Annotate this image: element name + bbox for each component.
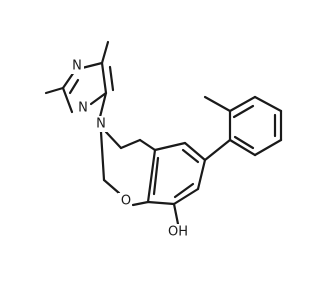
benzene-ring xyxy=(146,141,207,226)
bond xyxy=(152,156,160,196)
bond xyxy=(253,138,283,157)
tolyl-ring xyxy=(203,95,283,162)
bond xyxy=(104,130,123,150)
bond xyxy=(183,141,207,162)
bond xyxy=(181,148,200,164)
bond xyxy=(98,91,108,119)
bond xyxy=(233,135,255,150)
atom-labels: N N N O OH xyxy=(70,58,190,240)
bond xyxy=(253,95,283,113)
pyrazine-ring xyxy=(44,40,115,119)
bond xyxy=(203,138,232,162)
bond xyxy=(153,141,187,152)
bond xyxy=(173,182,195,199)
bond xyxy=(172,202,180,226)
methyl-bond xyxy=(100,40,110,65)
methyl-bond xyxy=(203,95,232,113)
bond xyxy=(172,187,200,206)
bond xyxy=(196,158,207,191)
bond xyxy=(131,200,150,207)
bond xyxy=(108,65,115,92)
molecule-structure: N N N O OH xyxy=(44,40,283,240)
oxazepine-ring xyxy=(99,130,157,207)
bond xyxy=(228,138,257,157)
bond xyxy=(61,70,76,90)
bond xyxy=(146,200,176,206)
bond xyxy=(99,130,106,182)
bond xyxy=(68,78,80,95)
bond xyxy=(80,61,104,70)
nitrogen-atom-label: N xyxy=(78,101,88,116)
bond xyxy=(89,91,108,106)
oxygen-atom-label: O xyxy=(121,194,131,209)
bond xyxy=(119,138,142,150)
bond xyxy=(102,178,121,195)
nitrogen-atom-label: N xyxy=(96,117,106,132)
hydroxyl-label: OH xyxy=(168,225,188,240)
nitrogen-atom-label: N xyxy=(72,59,82,74)
bond xyxy=(146,148,157,204)
bond xyxy=(138,138,157,152)
bond xyxy=(228,95,257,113)
bond xyxy=(232,104,255,119)
bond xyxy=(61,86,74,114)
methyl-bond xyxy=(44,86,65,95)
bond xyxy=(100,61,108,95)
